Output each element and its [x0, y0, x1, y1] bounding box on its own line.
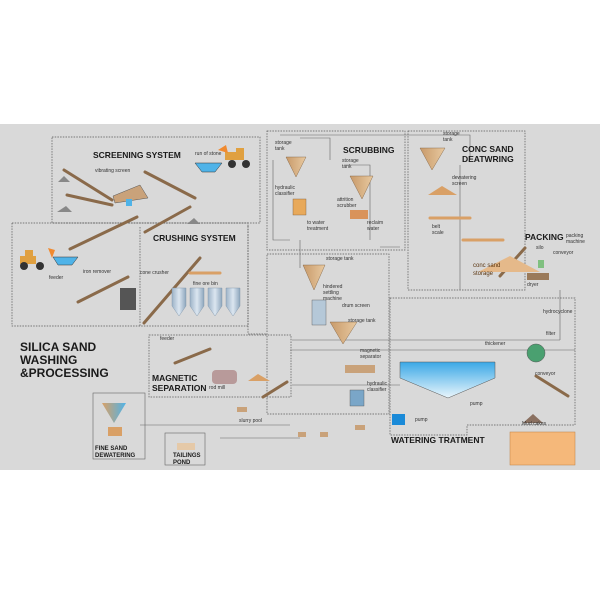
label-cone-crusher: cone crusher	[140, 270, 169, 276]
label-hydraulic-classifier-1: hydraulic classifier	[275, 185, 296, 197]
label-rod-mill: rod mill	[209, 385, 226, 391]
middle-box	[266, 253, 390, 415]
loader-1	[218, 145, 250, 168]
label-storage-tank-5: storage tank	[348, 318, 376, 324]
label-silo: silo	[536, 245, 544, 251]
screening-title: SCREENING SYSTEM	[93, 150, 181, 160]
scrubbing-title: SCRUBBING	[343, 145, 395, 155]
label-hydraulic-classifier-2: hydraulic classifier	[367, 381, 388, 393]
label-pump-1: pump	[470, 401, 483, 407]
packing-title: PACKING	[525, 232, 564, 242]
fine-ore-bins	[171, 287, 241, 317]
label-mud-cakes: Mud cakes	[522, 421, 547, 427]
tailings-title-1: TAILINGS	[173, 453, 201, 459]
magnetic-title-2: SEPARATION	[152, 383, 207, 393]
tailings-title-2: POND	[173, 460, 191, 466]
label-iron-remover: iron remover	[83, 269, 112, 275]
loader-2	[20, 248, 55, 270]
diagram-panel	[0, 124, 600, 470]
title-line2: WASHING	[20, 353, 78, 367]
label-thickener: thickener	[485, 341, 506, 347]
conveyors	[62, 168, 570, 399]
conc-title-2: DEATWRING	[462, 154, 514, 164]
label-reclaim-water: reclaim water	[367, 220, 384, 232]
label-conc-sand-storage: conc sand storage	[473, 263, 501, 277]
label-vibrating-screen: vibrating screen	[95, 168, 131, 174]
label-dewatering-screen: dewatering screen	[452, 175, 477, 187]
magnetic-box	[148, 334, 292, 398]
label-feeder-2: feeder	[160, 336, 175, 342]
label-storage-tank-4: storage tank	[326, 256, 354, 262]
watering-title: WATERING TRATMENT	[391, 435, 485, 445]
label-slurry-pool: slurry pool	[239, 418, 263, 424]
title-line1: SILICA SAND	[20, 340, 97, 354]
label-storage-tank-2: storage tank	[342, 158, 359, 170]
label-storage-tank-1: storage tank	[275, 140, 292, 152]
label-fine-ore-bin: fine ore bin	[193, 281, 218, 287]
label-hindered-settling: hindered settling machine	[323, 284, 343, 302]
equipment	[20, 145, 576, 466]
title-line3: &PROCESSING	[20, 366, 109, 380]
label-conveyor-2: conveyor	[535, 371, 556, 377]
label-packing-machine: packing machine	[566, 233, 585, 245]
main-title: SILICA SAND WASHING &PROCESSING	[20, 341, 109, 380]
label-hydrocyclone: hydrocyclone	[543, 309, 573, 315]
flow-lines	[92, 134, 575, 466]
label-conveyor-1: conveyor	[553, 250, 574, 256]
label-filter: filter	[546, 331, 556, 337]
label-to-water-treatment: to water treatment	[307, 220, 329, 232]
watering-box	[389, 297, 576, 436]
fine-sand-title-2: DEWATERING	[95, 453, 136, 459]
label-run-of-stone: run of stone	[195, 151, 222, 157]
label-attrition-scrubber: attrition scrubber	[337, 197, 357, 209]
label-feeder: feeder	[49, 275, 64, 281]
legend-box	[509, 431, 576, 466]
conc-title-1: CONC SAND	[462, 144, 514, 154]
label-belt-scale: belt scale	[432, 224, 444, 236]
label-drum-screen: drum screen	[342, 303, 370, 309]
label-pump-2: pump	[415, 417, 428, 423]
section-boxes	[11, 130, 576, 436]
conc-box	[407, 130, 526, 291]
label-dryer: dryer	[527, 282, 539, 288]
crushing-title: CRUSHING SYSTEM	[153, 233, 236, 243]
magnetic-title-1: MAGNETIC	[152, 373, 198, 383]
label-storage-tank-3: storage tank	[443, 131, 460, 143]
scrubbing-box	[266, 130, 406, 251]
label-magnetic-separator: magnetic separator	[360, 348, 382, 360]
fine-sand-title-1: FINE SAND	[95, 446, 128, 452]
